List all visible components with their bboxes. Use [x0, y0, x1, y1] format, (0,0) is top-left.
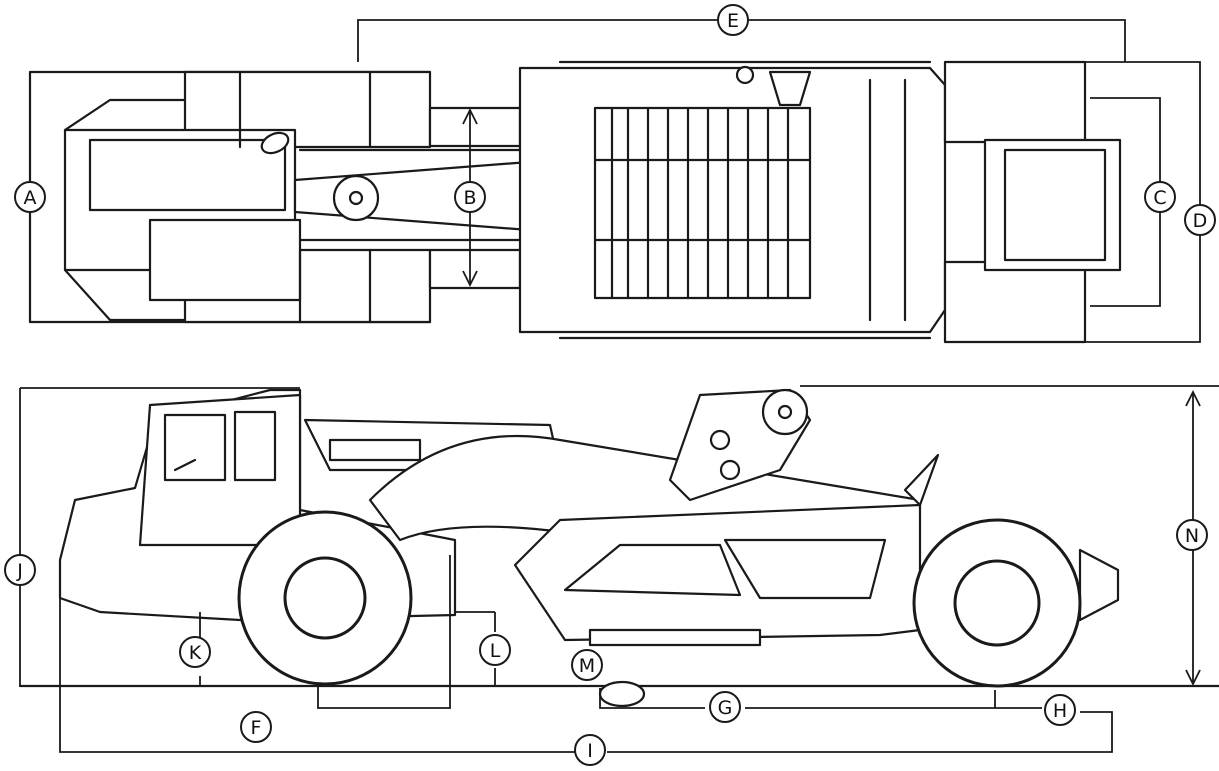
label-a-text: A — [24, 187, 37, 209]
tractor-top — [63, 70, 597, 324]
label-h-text: H — [1053, 700, 1067, 722]
label-j: J — [4, 554, 36, 586]
scraper-bowl-top — [518, 60, 1122, 344]
label-n: N — [1176, 519, 1208, 551]
side-view — [18, 385, 1219, 753]
label-l-text: L — [490, 640, 501, 662]
label-f: F — [240, 711, 272, 743]
label-b: B — [454, 181, 486, 213]
label-g: G — [709, 691, 741, 723]
label-e: E — [717, 4, 749, 36]
label-m-text: M — [579, 655, 595, 677]
label-g-text: G — [718, 697, 733, 719]
label-a: A — [14, 181, 46, 213]
label-i: I — [574, 734, 606, 766]
label-f-text: F — [251, 717, 262, 739]
label-b-text: B — [463, 187, 476, 209]
label-e-text: E — [727, 10, 739, 32]
top-view — [28, 19, 1201, 344]
label-l: L — [479, 634, 511, 666]
label-m: M — [571, 649, 603, 681]
label-k: K — [179, 636, 211, 668]
label-j-text: J — [16, 560, 23, 582]
label-n-text: N — [1185, 525, 1199, 547]
label-c: C — [1144, 181, 1176, 213]
label-d: D — [1184, 204, 1216, 236]
label-c-text: C — [1153, 187, 1166, 209]
label-d-text: D — [1193, 210, 1208, 232]
label-i-text: I — [587, 740, 593, 762]
label-k-text: K — [189, 642, 202, 664]
scraper-bowl-side — [368, 388, 1120, 688]
label-h: H — [1044, 694, 1076, 726]
dimension-labels: A B C D E F G H I J K L M N — [4, 4, 1216, 766]
